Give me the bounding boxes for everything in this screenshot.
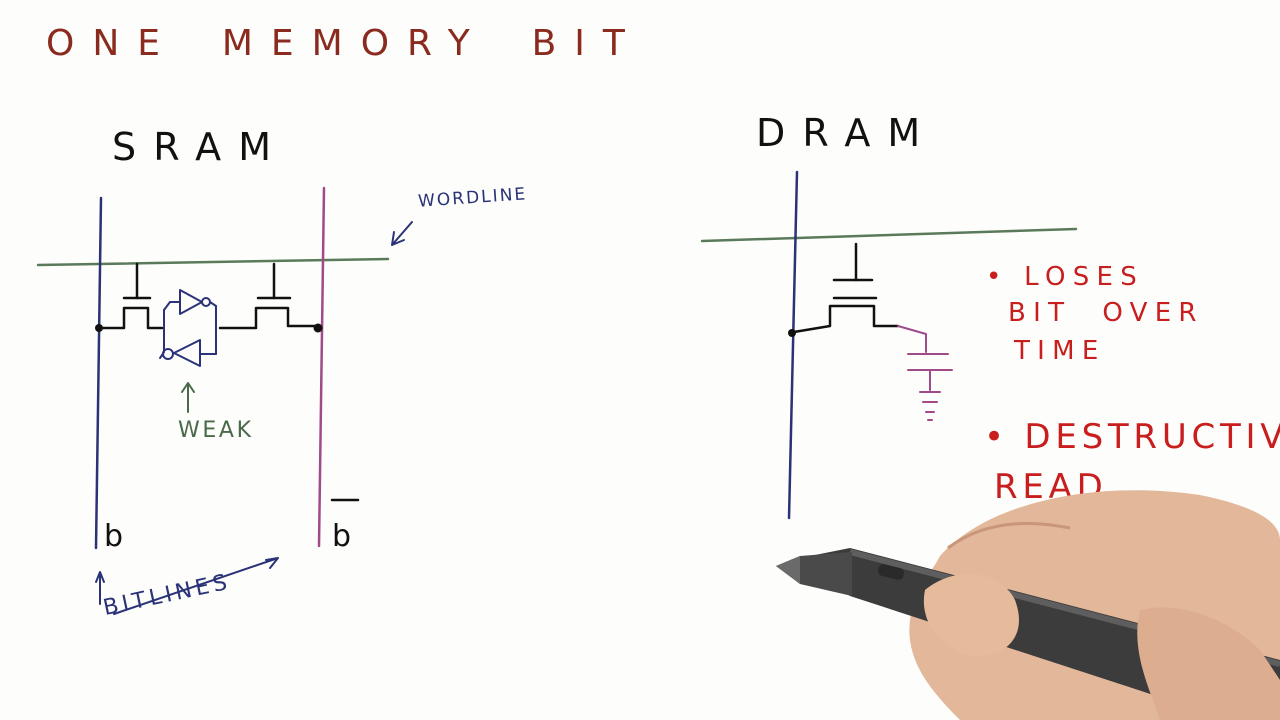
dram-heading: DRAM xyxy=(756,111,938,155)
bitline-b-bar-label: b xyxy=(332,519,352,554)
bitlines-arrow-right xyxy=(113,557,279,615)
note-loses-line2: BIT OVER xyxy=(1008,298,1204,328)
storage-capacitor xyxy=(897,325,953,421)
fingers-front xyxy=(923,573,1019,656)
sram-heading: SRAM xyxy=(112,125,289,169)
right-bitline-node xyxy=(313,323,323,333)
weak-arrow xyxy=(181,382,195,413)
dram-wordline xyxy=(700,227,1078,243)
right-access-transistor xyxy=(218,262,320,330)
dram-bitline xyxy=(787,170,799,520)
bitline-b-label: b xyxy=(104,519,124,554)
note-loses-line3: TIME xyxy=(1014,336,1106,366)
note-destructive-line1: • DESTRUCTIVE xyxy=(984,417,1280,457)
left-bitline-node xyxy=(95,324,103,332)
bitline-b-bar xyxy=(317,186,326,548)
sram-wordline xyxy=(36,257,390,267)
left-access-transistor xyxy=(96,262,164,330)
diagram-title: ONE MEMORY BIT xyxy=(46,23,643,64)
hand-holding-pen xyxy=(776,490,1280,720)
dram-access-transistor xyxy=(792,242,900,334)
bitline-b xyxy=(94,196,103,550)
sram-cell xyxy=(36,186,413,615)
note-loses-line1: • LOSES xyxy=(986,262,1145,292)
wordline-arrow xyxy=(391,221,413,246)
cross-coupled-inverters xyxy=(159,289,217,367)
weak-label: WEAK xyxy=(178,418,254,443)
dram-cell xyxy=(700,170,1078,520)
bitlines-arrow-up xyxy=(95,571,105,605)
